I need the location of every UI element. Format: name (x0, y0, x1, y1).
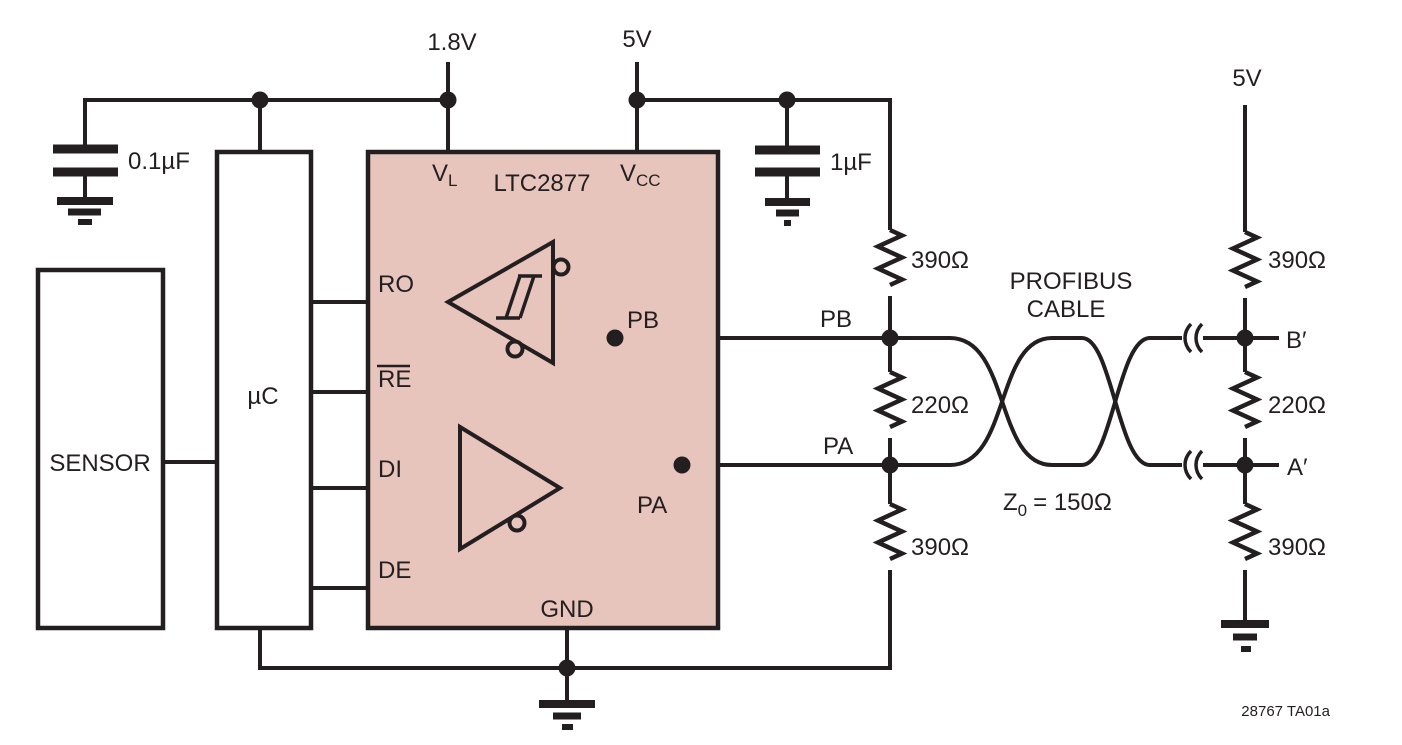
figure-note: 28767 TA01a (1241, 703, 1330, 720)
resistor-220-local-label: 220Ω (911, 392, 969, 419)
ic-pin-pb-label: PB (627, 307, 659, 334)
ic-pin-di-label: DI (378, 456, 402, 483)
cable-break-icon (1183, 322, 1204, 481)
resistor-390-remote-top (1227, 229, 1263, 290)
cable-name-line2-label: CABLE (1027, 296, 1106, 323)
resistor-220-remote-label: 220Ω (1268, 392, 1326, 419)
capacitor-logic (53, 144, 118, 177)
resistor-220-local (872, 369, 908, 430)
driver-output-bubble-icon (507, 513, 527, 533)
receiver-triangle (443, 238, 555, 367)
resistor-390-local-bottom (872, 501, 908, 562)
cable-impedance-label: Z0= 150Ω (1003, 489, 1112, 520)
sensor-block (35, 267, 166, 631)
logic-supply-label: 1.8V (427, 29, 476, 56)
hysteresis-icon (496, 274, 542, 320)
vcc-rail-wire (637, 98, 892, 230)
sensor-label: SENSOR (49, 450, 150, 477)
ground-icon-cap-vcc (765, 198, 810, 226)
ic-pin-gnd-label: GND (540, 596, 593, 623)
ic-pin-vcc-label: VCC (620, 160, 661, 190)
ic-pin-re-label: RE (378, 366, 411, 393)
cap-logic-label: 0.1µF (128, 148, 190, 175)
resistor-220-remote (1227, 369, 1263, 430)
ground-icon-cap-logic (57, 197, 113, 225)
resistor-390-remote-bottom-label: 390Ω (1268, 534, 1326, 561)
ic-pin-pa-label: PA (637, 492, 667, 519)
ic-pin-vl-label: VL (432, 160, 457, 190)
resistor-390-local-top (872, 227, 908, 288)
bus-pb-label: PB (820, 306, 852, 333)
micro-label: µC (247, 383, 278, 410)
ground-icon-main (539, 700, 595, 730)
capacitor-vcc (755, 145, 820, 177)
ic-pin-de-label: DE (378, 557, 411, 584)
a-terminal-label: A′ (1287, 454, 1308, 481)
receiver-enable-bubble-icon (505, 339, 525, 359)
ic-pin-ro-label: RO (378, 271, 414, 298)
resistor-390-remote-bottom (1227, 501, 1263, 562)
resistors (872, 227, 1263, 562)
resistor-390-local-bottom-label: 390Ω (911, 534, 969, 561)
cable-name-line1-label: PROFIBUS (1010, 268, 1133, 295)
b-terminal-label: B′ (1286, 327, 1307, 354)
resistor-390-local-top-label: 390Ω (911, 247, 969, 274)
ground-icon-remote (1221, 620, 1269, 652)
junction-dots (251, 91, 1254, 677)
micro-block (214, 149, 314, 631)
bus-pa-label: PA (823, 433, 853, 460)
remote-supply-label: 5V (1232, 65, 1261, 92)
receiver-output-bubble-icon (551, 257, 571, 277)
logic-rail-wire (83, 98, 448, 147)
ic-name-label: LTC2877 (494, 170, 591, 197)
local-supply-label: 5V (622, 26, 651, 53)
ic-block (365, 149, 721, 631)
cap-vcc-label: 1µF (830, 149, 872, 176)
resistor-390-remote-top-label: 390Ω (1268, 247, 1326, 274)
